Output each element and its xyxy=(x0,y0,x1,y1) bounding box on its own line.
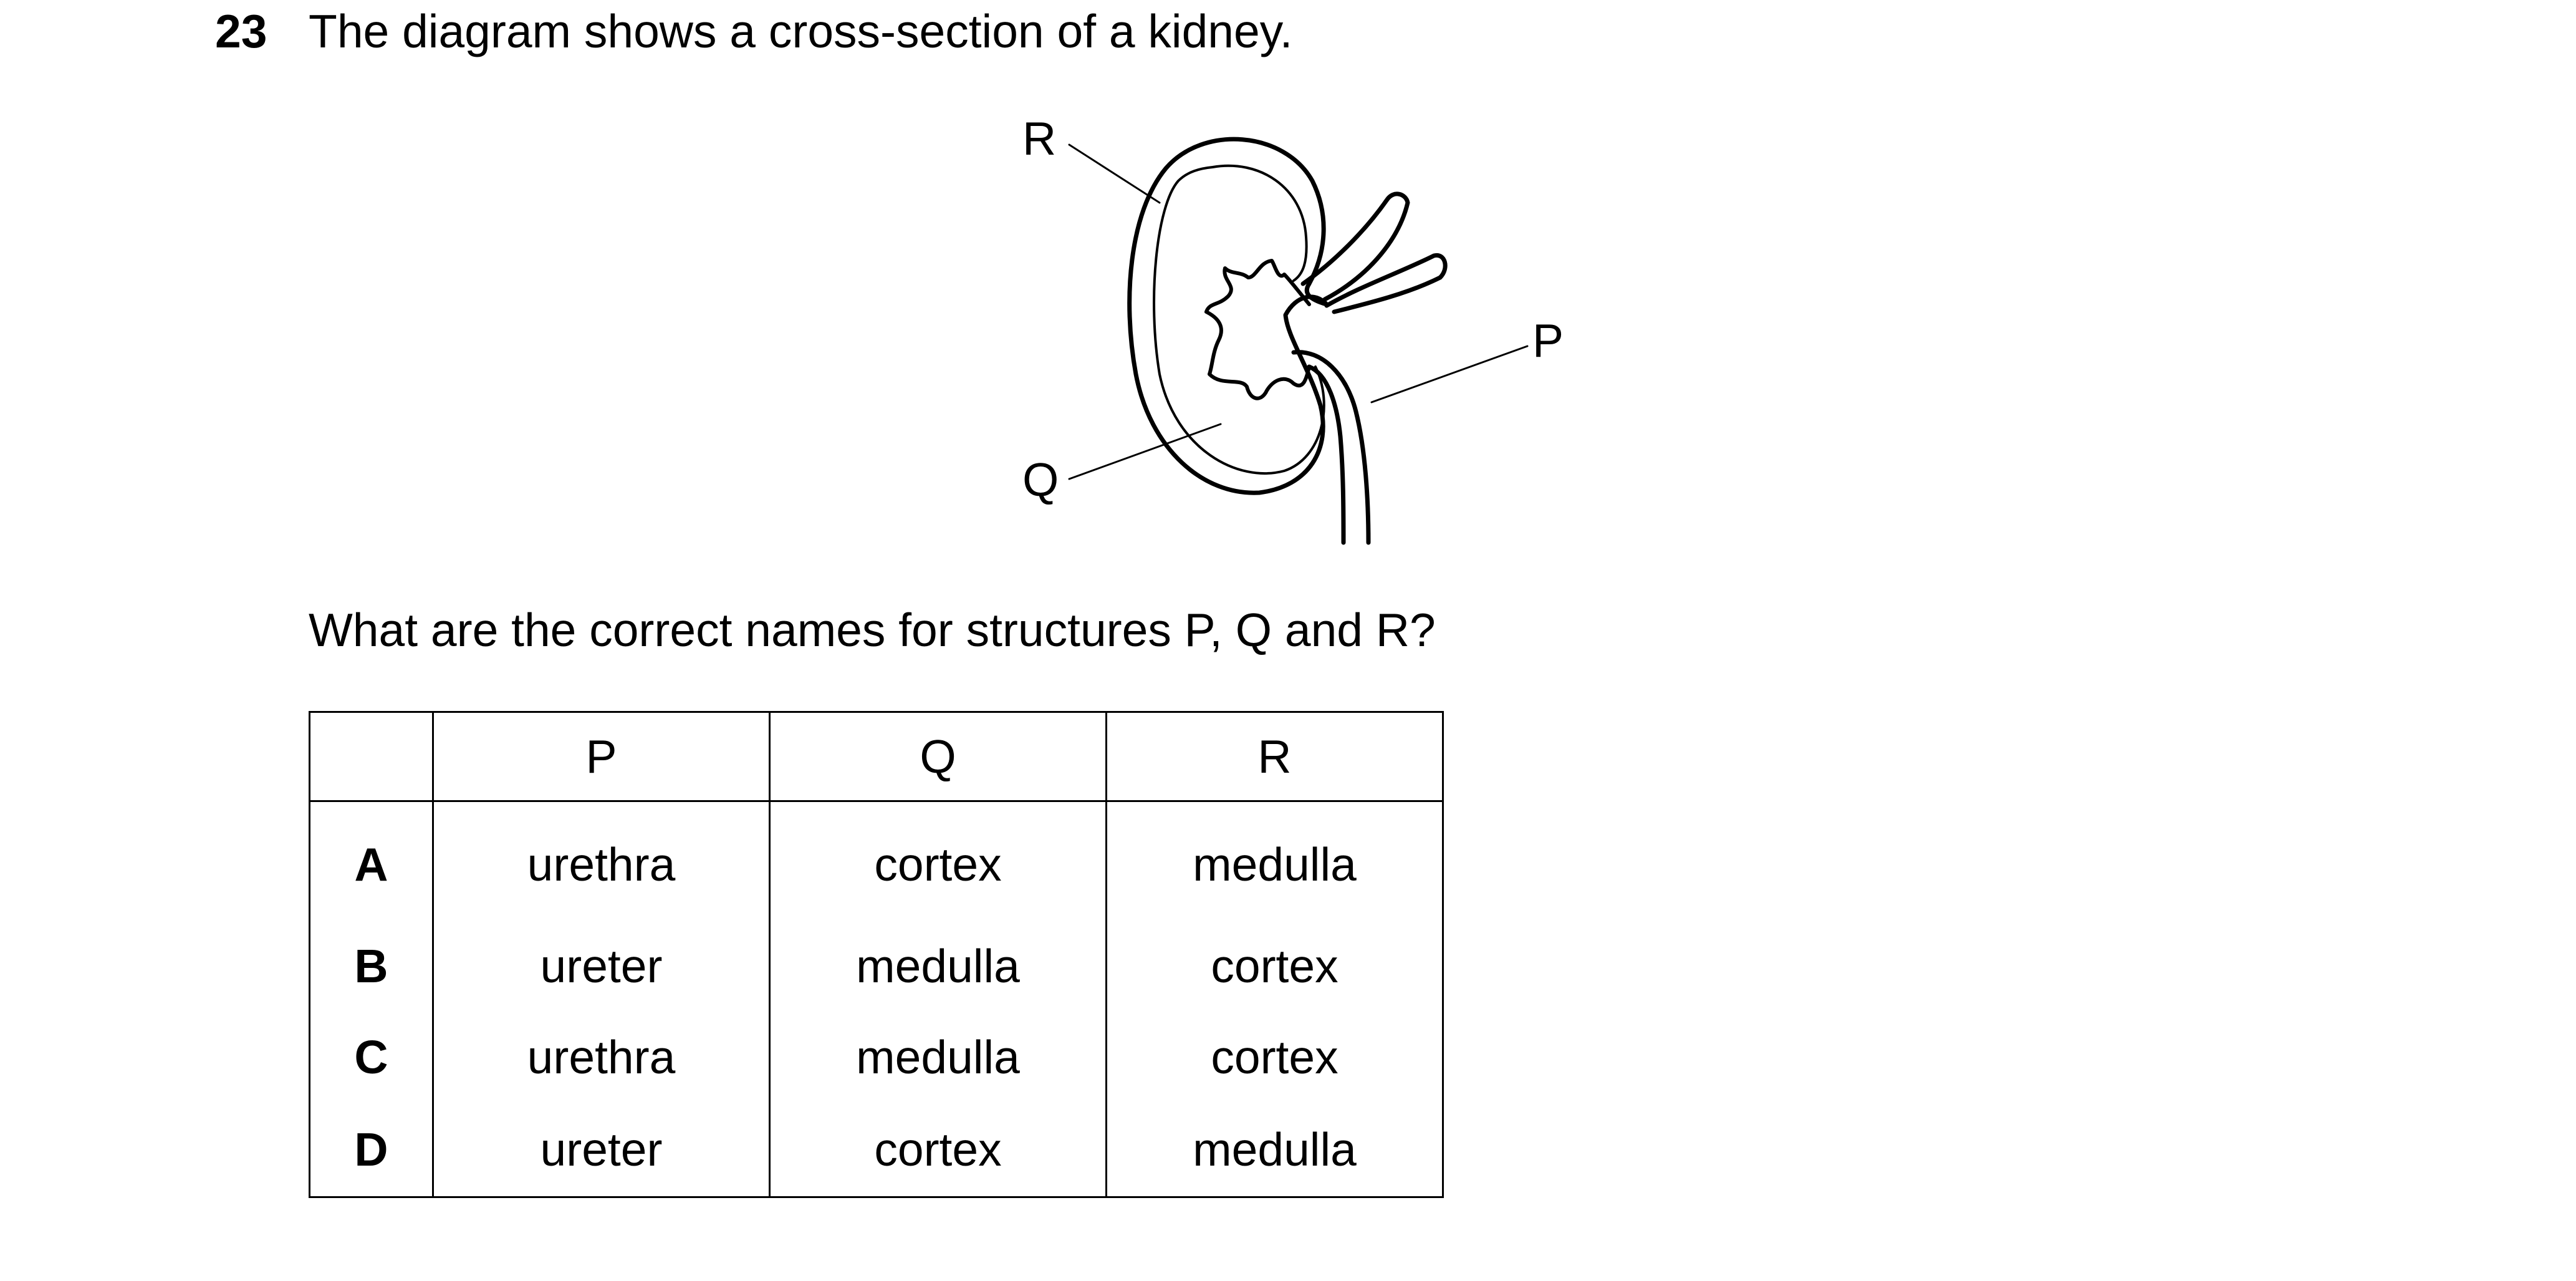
option-letter: C xyxy=(309,1012,434,1103)
table-header-row: P Q R xyxy=(309,711,1444,802)
cortex-medulla-boundary xyxy=(1153,164,1325,475)
kidney-outer-outline xyxy=(1127,137,1329,495)
cell-r: cortex xyxy=(1105,921,1444,1012)
table-row: B ureter medulla cortex xyxy=(309,921,1444,1012)
cell-r: medulla xyxy=(1105,1103,1444,1198)
answer-table: P Q R A urethra cortex medulla B ureter … xyxy=(309,711,1444,1198)
leader-line-q xyxy=(1068,423,1222,480)
ureter xyxy=(1291,350,1371,545)
ureter-inner xyxy=(1307,364,1346,545)
renal-pelvis xyxy=(1204,259,1311,400)
option-letter: A xyxy=(309,801,434,921)
question-number: 23 xyxy=(215,5,267,57)
cell-q: medulla xyxy=(769,921,1107,1012)
leader-line-r xyxy=(1068,143,1161,204)
table-row: C urethra medulla cortex xyxy=(309,1012,1444,1103)
table-row: A urethra cortex medulla xyxy=(309,801,1444,921)
cell-r: cortex xyxy=(1105,1012,1444,1103)
renal-vein xyxy=(1300,191,1410,302)
cell-p: ureter xyxy=(432,921,771,1012)
table-row: D ureter cortex medulla xyxy=(309,1103,1444,1198)
header-q: Q xyxy=(769,711,1107,802)
cell-q: medulla xyxy=(769,1012,1107,1103)
cell-q: cortex xyxy=(769,801,1107,921)
header-p: P xyxy=(432,711,771,802)
renal-artery xyxy=(1324,253,1448,314)
leader-line-p xyxy=(1370,345,1529,404)
option-letter: D xyxy=(309,1103,434,1198)
cell-p: urethra xyxy=(432,1012,771,1103)
question-prompt: What are the correct names for structure… xyxy=(309,604,1436,656)
header-empty xyxy=(309,711,434,802)
cell-r: medulla xyxy=(1105,801,1444,921)
question-stem: The diagram shows a cross-section of a k… xyxy=(309,5,1293,57)
label-r: R xyxy=(1022,112,1056,165)
label-q: Q xyxy=(1022,453,1059,506)
label-p: P xyxy=(1532,314,1564,367)
cell-p: urethra xyxy=(432,801,771,921)
cell-q: cortex xyxy=(769,1103,1107,1198)
option-letter: B xyxy=(309,921,434,1012)
kidney-diagram: R P Q xyxy=(1022,112,1564,545)
header-r: R xyxy=(1105,711,1444,802)
cell-p: ureter xyxy=(432,1103,771,1198)
